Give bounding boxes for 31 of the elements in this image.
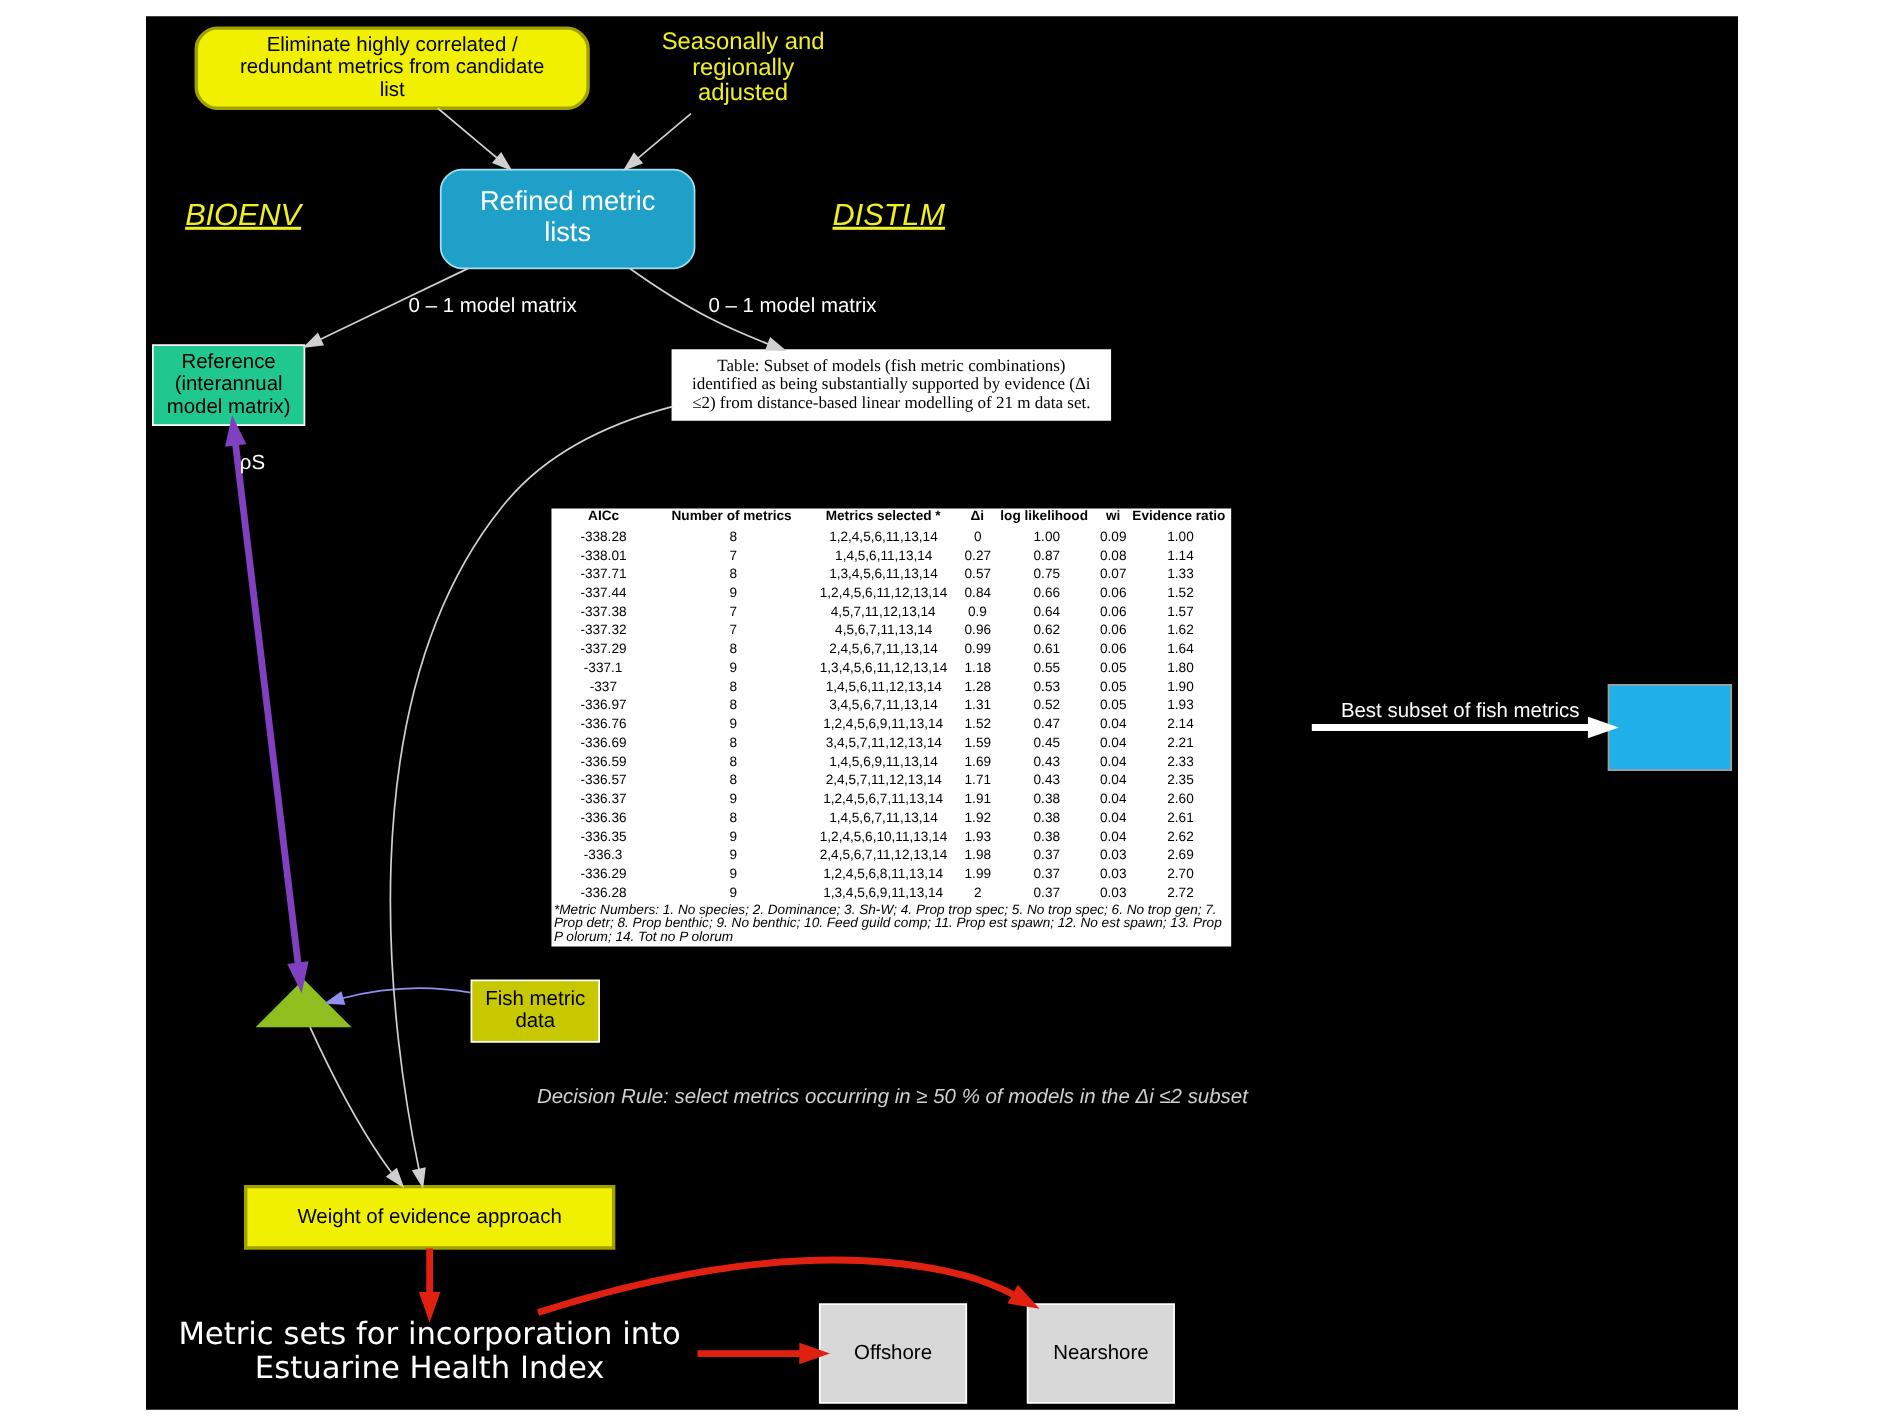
node-box: Reference (interannual model matrix) <box>151 344 306 426</box>
edge-label: 0 – 1 model matrix <box>708 295 877 318</box>
arrow <box>323 987 472 1005</box>
label: DISTLM <box>832 198 945 233</box>
node-box: Fish metric data <box>470 979 600 1043</box>
arrow <box>1311 716 1619 739</box>
node-box: Weight of evidence approach <box>243 1184 616 1250</box>
arrow <box>622 112 692 171</box>
arrow <box>389 405 674 1189</box>
node-box: Eliminate highly correlated / redundant metrics from candidate list <box>194 26 590 110</box>
node-box: Refined metric lists <box>439 168 696 270</box>
edge-label: 0 – 1 model matrix <box>408 295 577 318</box>
arrow <box>537 1256 1040 1316</box>
label: BIOENV <box>185 198 302 233</box>
arrow <box>436 107 513 171</box>
node-box: Table: Subset of models (fish metric combinations) identified as being substantially supported by evidence (Δi ≤2) from distance-based linear modelling of 21 m data set. <box>671 349 1112 421</box>
arrow <box>418 1248 441 1323</box>
node-triangle <box>255 979 352 1028</box>
arrow <box>302 267 470 348</box>
node-box: Offshore <box>818 1303 968 1404</box>
edge-label: ρS <box>239 452 266 475</box>
node-text: Metric sets for incorporation into Estuarine Health Index <box>178 1316 681 1387</box>
edge-label: Best subset of fish metrics <box>1340 700 1580 723</box>
node-text: Seasonally and regionally adjusted <box>661 26 825 107</box>
arrow <box>225 415 309 994</box>
node-box <box>1607 684 1733 771</box>
label: Decision Rule: select metrics occurring in ≥ 50 % of models in the Δi ≤2 subset <box>536 1087 1248 1110</box>
node-box: Nearshore <box>1026 1303 1175 1404</box>
arrow <box>697 1342 831 1365</box>
arrow <box>309 1026 405 1189</box>
arrow <box>629 267 787 351</box>
